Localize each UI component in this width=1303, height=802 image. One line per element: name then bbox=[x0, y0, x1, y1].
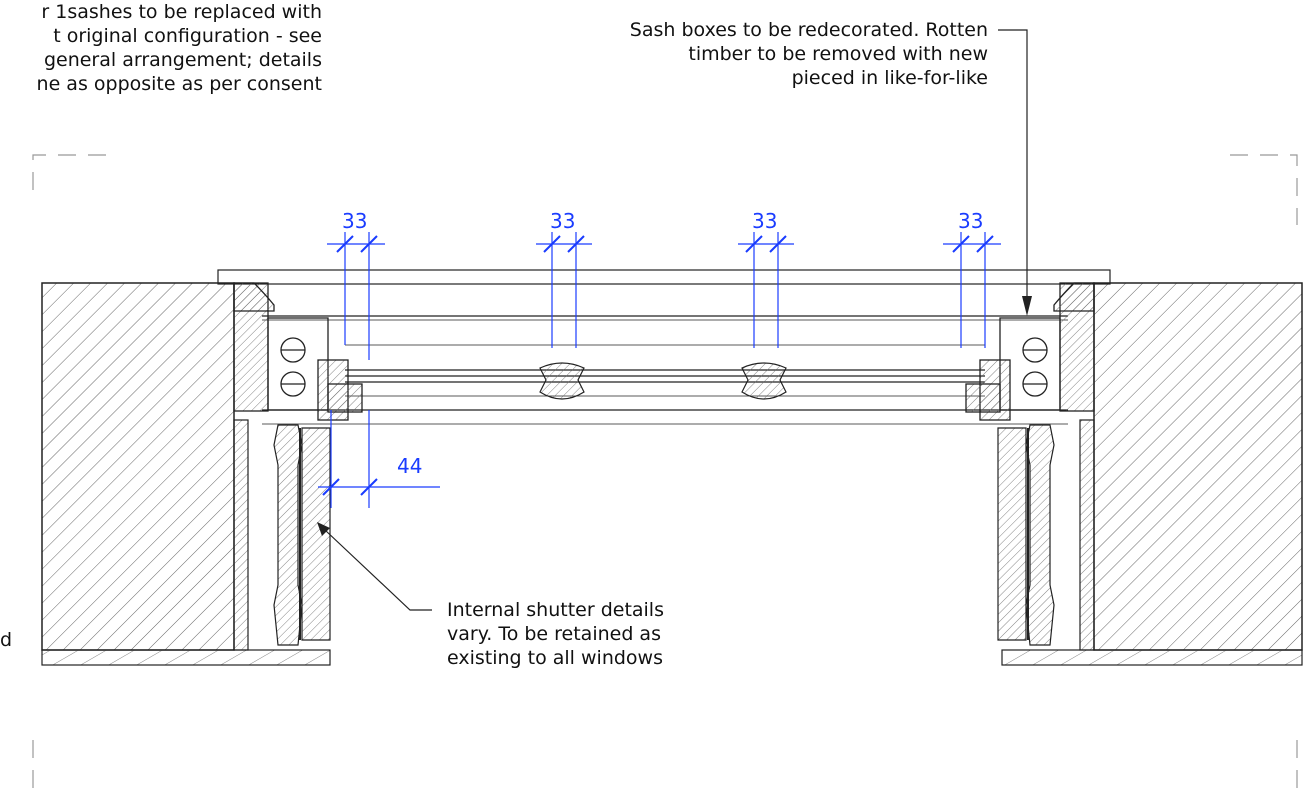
dimension-label-4: 33 bbox=[958, 209, 983, 233]
bottom-dimension-line bbox=[318, 410, 440, 508]
note-top-right-line-2: timber to be removed with new bbox=[688, 43, 988, 65]
note-shutter: Internal shutter details vary. To be ret… bbox=[447, 598, 747, 670]
note-top-right-line-1: Sash boxes to be redecorated. Rotten bbox=[629, 19, 988, 41]
sash-glazing bbox=[345, 362, 985, 400]
note-top-right: Sash boxes to be redecorated. Rotten tim… bbox=[560, 18, 988, 90]
dimension-label-3: 33 bbox=[752, 209, 777, 233]
dimension-label-2: 33 bbox=[550, 209, 575, 233]
leader-arrow-shutter bbox=[317, 522, 330, 536]
right-sash-box bbox=[965, 282, 1095, 421]
note-left-fragment: d bbox=[0, 629, 13, 651]
note-top-right-line-3: pieced in like-for-like bbox=[791, 67, 988, 89]
left-masonry-wall bbox=[41, 282, 235, 651]
note-shutter-line-2: vary. To be retained as bbox=[447, 623, 661, 645]
left-sash-box bbox=[233, 282, 363, 421]
dashed-border bbox=[32, 154, 1298, 798]
left-shutter bbox=[233, 419, 331, 651]
top-dimension-lines bbox=[327, 232, 1001, 360]
right-floor-strip bbox=[1001, 649, 1303, 666]
note-shutter-line-1: Internal shutter details bbox=[447, 599, 664, 621]
dimension-label-bottom: 44 bbox=[397, 454, 422, 478]
note-top-left: r 1sashes to be replaced with t original… bbox=[0, 0, 322, 96]
right-shutter bbox=[997, 419, 1095, 651]
window-head bbox=[217, 269, 1111, 425]
note-top-left-line-1: r 1sashes to be replaced with bbox=[41, 1, 322, 23]
left-floor-strip bbox=[41, 649, 331, 666]
right-masonry-wall bbox=[1093, 282, 1303, 651]
note-top-left-line-3: general arrangement; details bbox=[43, 49, 322, 71]
note-top-left-line-4: ne as opposite as per consent bbox=[36, 73, 322, 95]
leader-lines bbox=[324, 29, 1028, 611]
note-top-left-line-2: t original configuration - see bbox=[53, 25, 322, 47]
leader-arrow-top-right bbox=[1022, 296, 1032, 316]
dimension-label-1: 33 bbox=[342, 209, 367, 233]
note-shutter-line-3: existing to all windows bbox=[447, 647, 663, 669]
